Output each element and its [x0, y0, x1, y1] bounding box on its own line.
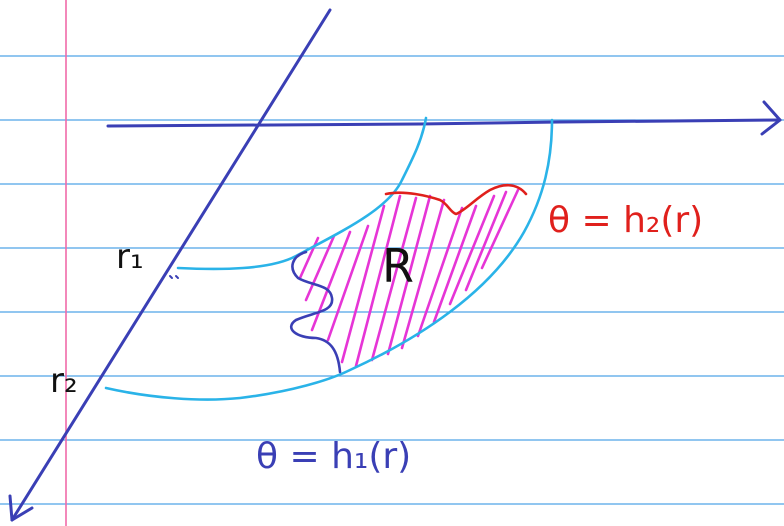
hatch-stroke	[400, 198, 446, 350]
r1-tick-marks	[169, 275, 179, 279]
hatch-stroke	[304, 234, 336, 302]
inner-arc-r1	[176, 116, 428, 271]
hatch-stroke	[448, 194, 496, 306]
lower-boundary-curve	[289, 250, 342, 374]
label-r1: r₁	[116, 237, 144, 277]
hatch-stroke	[298, 236, 320, 280]
polar-axis-line	[106, 118, 782, 128]
upper-boundary-curve	[384, 183, 528, 216]
slanted-axis-line	[10, 8, 332, 522]
label-r2: r₂	[50, 361, 78, 401]
tick-mark	[175, 275, 179, 279]
slanted-axis-arrowhead	[8, 494, 34, 522]
hatch-stroke	[310, 230, 352, 332]
hatch-stroke	[340, 204, 386, 364]
notebook-rules	[0, 55, 784, 505]
polar-axis-arrowhead	[760, 100, 782, 136]
label-lower-boundary: θ = h₁(r)	[256, 436, 411, 477]
label-region-r: R	[382, 239, 414, 293]
hatch-stroke	[416, 206, 464, 338]
hatch-stroke	[354, 194, 402, 368]
outer-arc-r2	[104, 118, 554, 401]
hatch-stroke	[370, 196, 418, 362]
hatch-stroke	[432, 204, 478, 324]
slanted-axis	[8, 8, 332, 522]
tick-mark	[169, 275, 173, 279]
hatch-stroke	[480, 188, 520, 270]
hatch-stroke	[464, 190, 508, 292]
hatch-stroke	[326, 224, 370, 342]
polar-axis	[106, 100, 782, 136]
label-upper-boundary: θ = h₂(r)	[548, 200, 703, 241]
hatch-stroke	[386, 194, 432, 356]
